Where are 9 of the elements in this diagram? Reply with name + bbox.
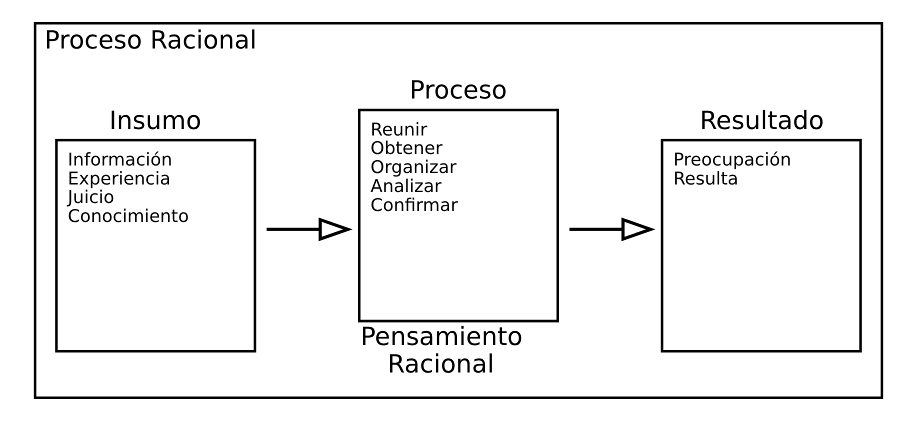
node-box: Información Experiencia Juicio Conocimiento <box>55 138 256 352</box>
node-label: Pensamiento Racional <box>360 322 523 379</box>
node-box: Preocupación Resulta <box>660 138 862 352</box>
node-label: Proceso <box>410 76 508 105</box>
arrow <box>569 217 656 242</box>
arrow <box>266 217 353 242</box>
node-label: Insumo <box>109 106 202 135</box>
node-box: Reunir Obtener Organizar Analizar Confirmar <box>358 108 560 322</box>
node-label: Resultado <box>700 106 824 135</box>
